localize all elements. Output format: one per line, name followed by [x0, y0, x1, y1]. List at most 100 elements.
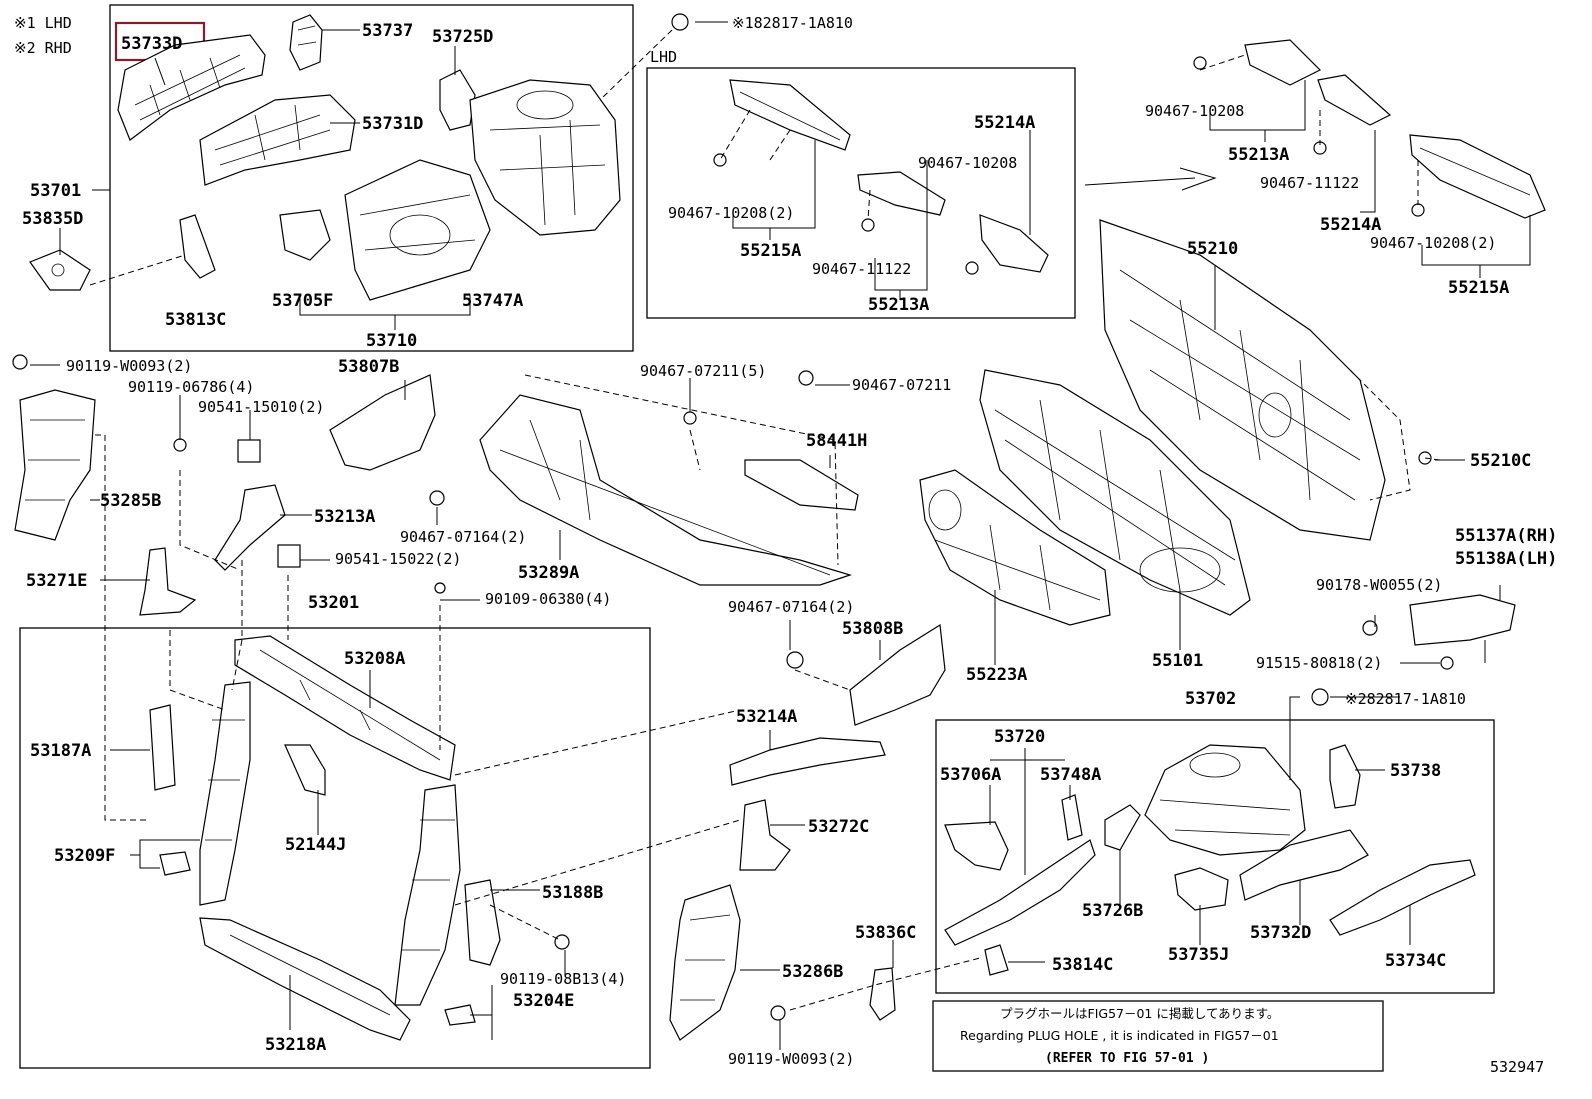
label-90119-W0093-2-top[interactable]: 90119-W0093(2) [66, 357, 192, 375]
label-90467-10208-rhd[interactable]: 90467-10208 [1145, 102, 1244, 120]
dashed-guide-lines [89, 29, 1441, 1011]
part-drawing-55223A [919, 469, 1111, 626]
label-55213A-rhd[interactable]: 55213A [1228, 145, 1289, 165]
part-drawing-53214A [729, 737, 886, 786]
label-53720[interactable]: 53720 [994, 727, 1045, 747]
label-53748A[interactable]: 53748A [1040, 765, 1101, 785]
label-90119-W0093-2-bottom[interactable]: 90119-W0093(2) [728, 1050, 854, 1068]
label-90467-07164-2-b[interactable]: 90467-07164(2) [728, 598, 854, 616]
label-53204E[interactable]: 53204E [513, 991, 574, 1011]
label-53808B[interactable]: 53808B [842, 619, 903, 639]
label-53187A[interactable]: 53187A [30, 741, 91, 761]
part-drawing-53808B [849, 623, 946, 726]
label-53188B[interactable]: 53188B [542, 883, 603, 903]
part-drawing-55215A-lhd [729, 79, 851, 151]
label-53705F[interactable]: 53705F [272, 291, 333, 311]
part-drawing-55213A-lhd [979, 214, 1049, 273]
part-drawing-53289A [479, 394, 852, 586]
label-55137A-RH[interactable]: 55137A(RH) [1455, 526, 1557, 546]
label-82817-1A810-rhd[interactable]: ※282817-1A810 [1345, 690, 1466, 708]
label-53285B[interactable]: 53285B [100, 491, 161, 511]
label-90467-07211-5[interactable]: 90467-07211(5) [640, 362, 766, 380]
part-drawing-53285B [14, 389, 96, 541]
label-53272C[interactable]: 53272C [808, 817, 869, 837]
label-91515-80818[interactable]: 91515-80818(2) [1256, 654, 1382, 672]
part-drawing-53748A [1061, 794, 1083, 841]
label-53836C[interactable]: 53836C [855, 923, 916, 943]
label-53209F[interactable]: 53209F [54, 846, 115, 866]
label-90467-07211[interactable]: 90467-07211 [852, 376, 951, 394]
label-53702[interactable]: 53702 [1185, 689, 1236, 709]
label-53701[interactable]: 53701 [30, 181, 81, 201]
label-53747A[interactable]: 53747A [462, 291, 523, 311]
label-53735J[interactable]: 53735J [1168, 945, 1229, 965]
label-90178-W0055[interactable]: 90178-W0055(2) [1316, 576, 1442, 594]
label-53737[interactable]: 53737 [362, 21, 413, 41]
label-53734C[interactable]: 53734C [1385, 951, 1446, 971]
label-53706A[interactable]: 53706A [940, 765, 1001, 785]
part-drawing-55210 [1099, 219, 1386, 541]
part-drawing-53725D [439, 69, 476, 131]
note-jp: プラグホールはFIG57－01 に掲載してあります。 [1000, 1006, 1279, 1021]
part-drawing-53720 [944, 839, 1096, 946]
label-55214A-lhd[interactable]: 55214A [974, 113, 1035, 133]
label-53738[interactable]: 53738 [1390, 761, 1441, 781]
label-53213A[interactable]: 53213A [314, 507, 375, 527]
part-drawing-55213A-rhd [1244, 39, 1392, 126]
label-55214A-rhd[interactable]: 55214A [1320, 215, 1381, 235]
label-55101[interactable]: 55101 [1152, 651, 1203, 671]
label-53289A[interactable]: 53289A [518, 563, 579, 583]
label-90109-06380[interactable]: 90109-06380(4) [485, 590, 611, 608]
label-55210[interactable]: 55210 [1187, 239, 1238, 259]
label-90467-10208-lhd[interactable]: 90467-10208 [918, 154, 1017, 172]
label-53733D[interactable]: 53733D [121, 34, 182, 54]
arrow-lhd-to-rhd [1084, 167, 1217, 191]
part-drawing-53732D [1239, 829, 1369, 901]
label-53835D[interactable]: 53835D [22, 209, 83, 229]
label-53271E[interactable]: 53271E [26, 571, 87, 591]
label-90541-15022[interactable]: 90541-15022(2) [335, 550, 461, 568]
legend-lhd: ※1 LHD [14, 14, 72, 32]
label-53731D[interactable]: 53731D [362, 114, 423, 134]
label-55215A-rhd[interactable]: 55215A [1448, 278, 1509, 298]
part-drawing-53218A [199, 917, 411, 1041]
label-90467-10208-2-rhd[interactable]: 90467-10208(2) [1370, 234, 1496, 252]
label-53732D[interactable]: 53732D [1250, 923, 1311, 943]
label-53807B[interactable]: 53807B [338, 357, 399, 377]
note-box [932, 1000, 1384, 1072]
label-90541-15010[interactable]: 90541-15010(2) [198, 398, 324, 416]
label-53725D[interactable]: 53725D [432, 27, 493, 47]
label-53710[interactable]: 53710 [366, 331, 417, 351]
label-55215A-lhd[interactable]: 55215A [740, 241, 801, 261]
group-box-53701 [109, 4, 634, 352]
label-53286B[interactable]: 53286B [782, 962, 843, 982]
part-drawing-53738 [1329, 744, 1361, 809]
diagram-id: 532947 [1490, 1058, 1544, 1076]
label-53813C[interactable]: 53813C [165, 310, 226, 330]
note-en: Regarding PLUG HOLE , it is indicated in… [960, 1028, 1279, 1043]
part-drawing-53272C [739, 799, 791, 871]
label-90467-10208-2-lhd[interactable]: 90467-10208(2) [668, 204, 794, 222]
label-90467-11122-lhd[interactable]: 90467-11122 [812, 260, 911, 278]
label-55223A[interactable]: 55223A [966, 665, 1027, 685]
label-53201[interactable]: 53201 [308, 593, 359, 613]
part-drawing-55214A-lhd [857, 171, 946, 216]
group-box-53702 [935, 719, 1495, 994]
label-58441H[interactable]: 58441H [806, 431, 867, 451]
label-55210C[interactable]: 55210C [1470, 451, 1531, 471]
label-82817-1A810-lhd[interactable]: ※182817-1A810 [732, 14, 853, 32]
label-90467-11122-rhd[interactable]: 90467-11122 [1260, 174, 1359, 192]
label-90467-07164-2-a[interactable]: 90467-07164(2) [400, 528, 526, 546]
label-90119-08B13[interactable]: 90119-08B13(4) [500, 970, 626, 988]
label-55213A-lhd[interactable]: 55213A [868, 295, 929, 315]
label-55138A-LH[interactable]: 55138A(LH) [1455, 549, 1557, 569]
label-53726B[interactable]: 53726B [1082, 901, 1143, 921]
label-53214A[interactable]: 53214A [736, 707, 797, 727]
note-ref: (REFER TO FIG 57-01 ) [1045, 1051, 1209, 1066]
label-90119-06786[interactable]: 90119-06786(4) [128, 378, 254, 396]
label-52144J[interactable]: 52144J [285, 835, 346, 855]
label-53208A[interactable]: 53208A [344, 649, 405, 669]
label-53218A[interactable]: 53218A [265, 1035, 326, 1055]
label-53814C[interactable]: 53814C [1052, 955, 1113, 975]
